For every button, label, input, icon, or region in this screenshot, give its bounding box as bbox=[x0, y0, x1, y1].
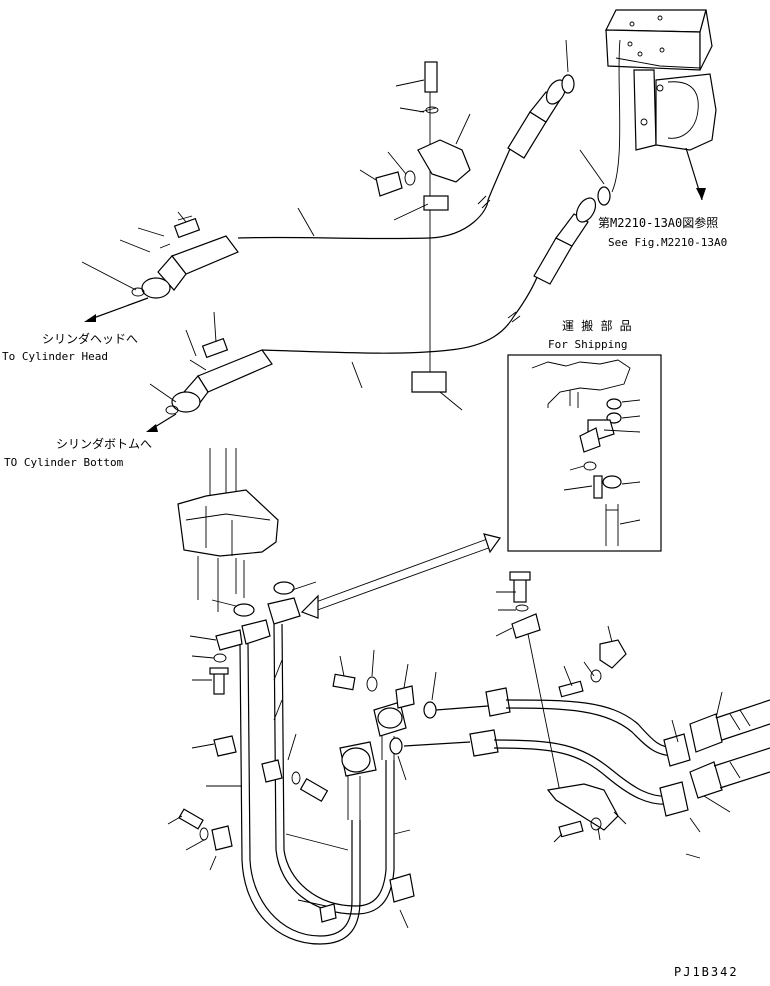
cyl-head-jp-label: シリンダヘッドへ bbox=[42, 331, 138, 346]
shipping-parts-box bbox=[507, 354, 662, 552]
drawing-number: PJ1B342 bbox=[674, 965, 739, 979]
upper-hose-head bbox=[237, 39, 575, 240]
center-fasteners bbox=[332, 649, 437, 929]
cyl-head-fitting bbox=[81, 211, 239, 299]
cyl-head-en-label: To Cylinder Head bbox=[2, 350, 108, 363]
shipping-link-arrow bbox=[300, 533, 502, 619]
shipping-en-label: For Shipping bbox=[548, 338, 627, 351]
ref-fig-en-label: See Fig.M2210-13A0 bbox=[608, 236, 727, 249]
lower-left-fasteners bbox=[167, 629, 329, 871]
control-valve-block bbox=[605, 9, 717, 201]
center-clamp-stack bbox=[375, 61, 471, 393]
lower-hose-set bbox=[211, 597, 415, 945]
shipping-jp-label: 運 搬 部 品 bbox=[562, 318, 632, 333]
cyl-bottom-en-label: TO Cylinder Bottom bbox=[4, 456, 124, 469]
upper-hose-bottom bbox=[261, 39, 621, 354]
lower-valve-block bbox=[177, 448, 317, 617]
cyl-bottom-fitting bbox=[149, 311, 273, 415]
lower-right-pipes bbox=[403, 571, 770, 859]
ref-fig-jp-label: 第M2210-13A0図参照 bbox=[598, 215, 718, 230]
cyl-bottom-jp-label: シリンダボトムへ bbox=[56, 436, 152, 451]
